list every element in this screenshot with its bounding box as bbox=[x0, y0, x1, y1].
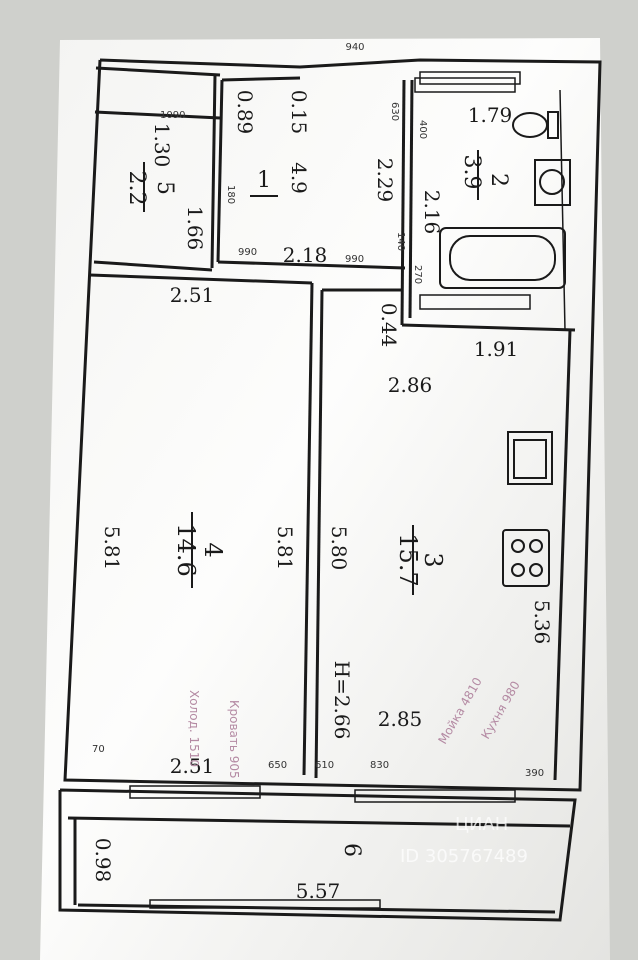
svg-text:610: 610 bbox=[315, 760, 334, 771]
svg-text:14.6: 14.6 bbox=[172, 523, 200, 576]
svg-text:270: 270 bbox=[412, 265, 423, 284]
svg-text:3.9: 3.9 bbox=[459, 155, 484, 190]
dim-089: 0.89 bbox=[233, 90, 257, 135]
room-6-label: 6 bbox=[339, 843, 364, 857]
tile-strips bbox=[414, 77, 566, 331]
dim-557: 5.57 bbox=[296, 879, 341, 903]
sink-icon bbox=[534, 159, 571, 206]
dim-49: 4.9 bbox=[287, 162, 311, 194]
svg-text:70: 70 bbox=[92, 744, 105, 755]
room-4-label: 4 14.6 bbox=[172, 512, 227, 588]
svg-text:630: 630 bbox=[389, 102, 400, 121]
svg-text:ID 305767489: ID 305767489 bbox=[400, 846, 528, 867]
svg-text:990: 990 bbox=[238, 247, 257, 258]
svg-text:Холод. 1510: Холод. 1510 bbox=[187, 690, 201, 767]
svg-text:180: 180 bbox=[225, 185, 236, 204]
svg-text:5: 5 bbox=[152, 181, 177, 195]
svg-text:1: 1 bbox=[257, 168, 271, 193]
svg-text:4: 4 bbox=[199, 542, 227, 557]
dim-286: 2.86 bbox=[388, 373, 433, 397]
dim-218: 2.18 bbox=[283, 243, 328, 267]
toilet-icon bbox=[512, 111, 559, 139]
dim-ceiling-height: H=2.66 bbox=[330, 661, 354, 740]
room-3-label: 3 15.7 bbox=[394, 525, 447, 595]
room-5-label: 5 2.2 bbox=[124, 162, 177, 212]
svg-text:140: 140 bbox=[395, 232, 406, 251]
room-1-label: 1 bbox=[250, 168, 278, 197]
svg-text:15.7: 15.7 bbox=[394, 533, 422, 586]
dim-285: 2.85 bbox=[378, 707, 423, 731]
dim-166: 1.66 bbox=[183, 206, 207, 251]
dim-044: 0.44 bbox=[377, 303, 401, 348]
dim-179: 1.79 bbox=[468, 103, 513, 127]
svg-text:390: 390 bbox=[525, 768, 544, 779]
dim-216: 2.16 bbox=[420, 190, 444, 235]
kitchen-sink-icon bbox=[507, 431, 553, 485]
dim-581-right: 5.81 bbox=[273, 526, 297, 571]
dim-229: 2.29 bbox=[373, 158, 397, 203]
dim-015: 0.15 bbox=[287, 90, 311, 135]
svg-text:400: 400 bbox=[417, 120, 428, 139]
svg-text:3: 3 bbox=[419, 552, 447, 567]
stove-icon bbox=[502, 529, 550, 587]
dim-536: 5.36 bbox=[530, 600, 554, 645]
svg-text:Кровать 905: Кровать 905 bbox=[227, 700, 241, 779]
room-2-label: 2 3.9 bbox=[459, 150, 511, 200]
svg-text:2.2: 2.2 bbox=[124, 171, 149, 206]
dim-251-top: 2.51 bbox=[170, 283, 215, 307]
walls bbox=[58, 58, 602, 922]
svg-text:1090: 1090 bbox=[160, 110, 185, 121]
svg-text:940: 940 bbox=[345, 42, 364, 53]
svg-text:650: 650 bbox=[268, 760, 287, 771]
svg-text:830: 830 bbox=[370, 760, 389, 771]
watermark: ЦИАН ID 305767489 bbox=[400, 814, 528, 867]
dim-191: 1.91 bbox=[474, 337, 519, 361]
dim-580: 5.80 bbox=[327, 526, 351, 571]
small-marks: 940 1090 630 400 180 990 990 270 140 70 … bbox=[92, 42, 544, 779]
svg-text:ЦИАН: ЦИАН bbox=[455, 814, 508, 835]
svg-text:990: 990 bbox=[345, 254, 364, 265]
dim-098: 0.98 bbox=[91, 838, 115, 883]
dim-581-left: 5.81 bbox=[100, 526, 124, 571]
dim-130: 1.30 bbox=[150, 123, 174, 168]
dim-251-bot: 2.51 bbox=[170, 754, 215, 778]
svg-text:2: 2 bbox=[486, 173, 511, 187]
dimension-labels: 0.89 0.15 1.30 4.9 1.66 2.29 2.18 1.79 2… bbox=[91, 90, 554, 903]
bathtub-icon bbox=[439, 227, 566, 289]
